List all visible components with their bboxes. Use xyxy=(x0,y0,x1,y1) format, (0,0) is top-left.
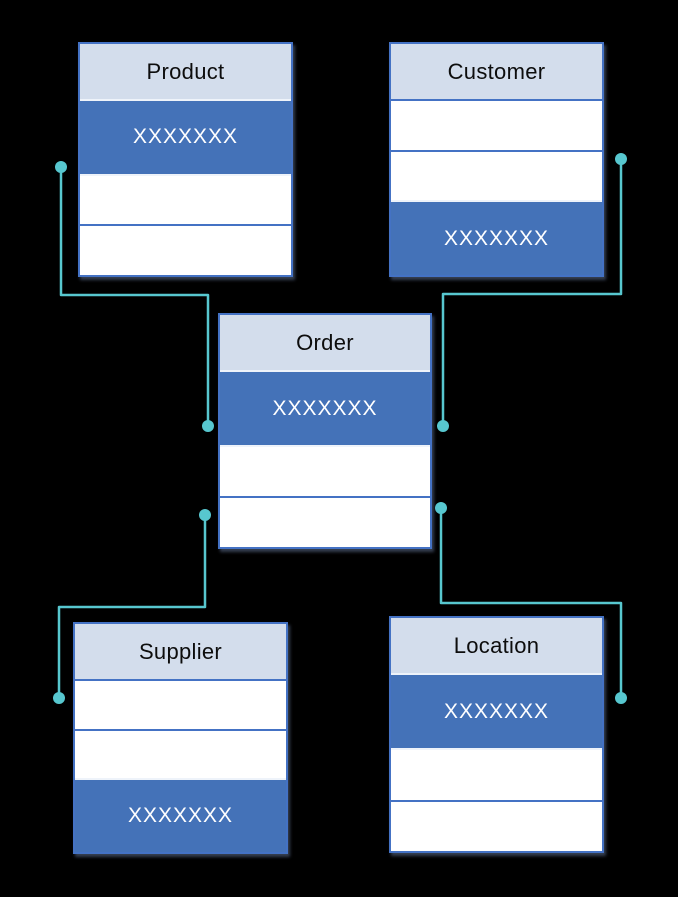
entity-table-supplier: Supplier XXXXXXX xyxy=(73,622,288,854)
customer-order-endpoint-dot xyxy=(615,153,627,165)
entity-title-product: Product xyxy=(80,44,291,99)
entity-title-location: Location xyxy=(391,618,602,673)
entity-row xyxy=(80,224,291,276)
entity-row-highlighted: XXXXXXX xyxy=(80,99,291,174)
order-supplier-endpoint-dot xyxy=(53,692,65,704)
product-order-endpoint-dot xyxy=(55,161,67,173)
entity-row-highlighted: XXXXXXX xyxy=(220,370,430,445)
product-order-endpoint-dot xyxy=(202,420,214,432)
entity-row xyxy=(80,173,291,225)
entity-table-customer: Customer XXXXXXX xyxy=(389,42,604,277)
entity-row xyxy=(391,799,602,851)
order-supplier-endpoint-dot xyxy=(199,509,211,521)
entity-row xyxy=(220,496,430,547)
entity-row-highlighted: XXXXXXX xyxy=(391,673,602,749)
entity-title-customer: Customer xyxy=(391,44,602,99)
customer-order-endpoint-dot xyxy=(437,420,449,432)
entity-table-location: Location XXXXXXX xyxy=(389,616,604,853)
entity-row-highlighted: XXXXXXX xyxy=(391,200,602,276)
entity-table-order: Order XXXXXXX xyxy=(218,313,432,549)
order-location-endpoint-dot xyxy=(435,502,447,514)
entity-row xyxy=(391,149,602,201)
entity-row xyxy=(75,679,286,729)
entity-title-supplier: Supplier xyxy=(75,624,286,679)
entity-row xyxy=(391,99,602,150)
entity-title-order: Order xyxy=(220,315,430,370)
entity-row-highlighted: XXXXXXX xyxy=(75,778,286,853)
order-location-endpoint-dot xyxy=(615,692,627,704)
entity-row xyxy=(220,445,430,496)
entity-row xyxy=(391,748,602,800)
entity-row xyxy=(75,728,286,779)
entity-table-product: Product XXXXXXX xyxy=(78,42,293,277)
